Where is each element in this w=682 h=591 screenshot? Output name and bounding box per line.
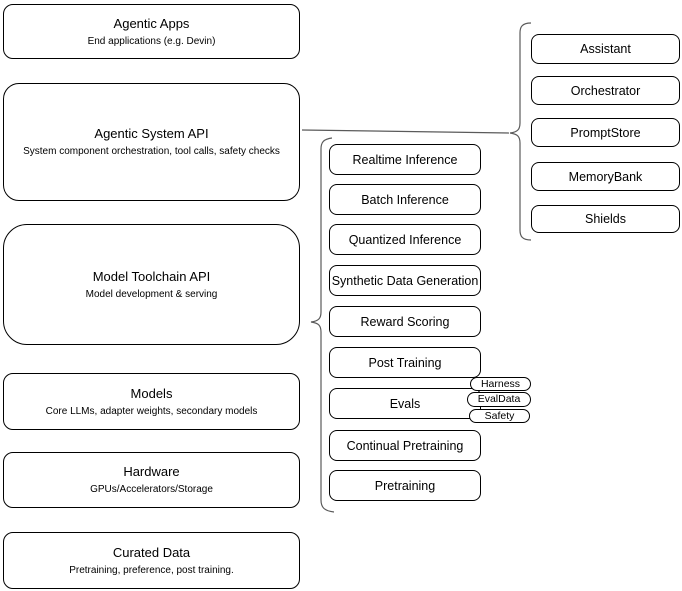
node-subtitle: GPUs/Accelerators/Storage — [90, 484, 213, 495]
node-evals: Evals — [329, 388, 481, 419]
node-label: Synthetic Data Generation — [331, 273, 479, 288]
node-agentic-system-api: Agentic System API System component orch… — [3, 83, 300, 201]
node-agentic-apps: Agentic Apps End applications (e.g. Devi… — [3, 4, 300, 59]
node-subtitle: Model development & serving — [85, 288, 218, 300]
node-label: Continual Pretraining — [346, 438, 464, 453]
node-title: Agentic Apps — [113, 15, 190, 31]
node-title: Model Toolchain API — [92, 268, 211, 284]
node-label: Realtime Inference — [352, 152, 458, 167]
tag-label: Safety — [484, 409, 515, 422]
node-memorybank: MemoryBank — [531, 162, 680, 191]
node-subtitle: System component orchestration, tool cal… — [23, 146, 280, 157]
node-label: Evals — [389, 396, 421, 411]
system-components-brace — [509, 22, 532, 241]
node-post-training: Post Training — [329, 347, 481, 378]
tag-evaldata: EvalData — [467, 392, 531, 407]
node-model-toolchain-api: Model Toolchain API Model development & … — [3, 224, 300, 345]
node-subtitle: Core LLMs, adapter weights, secondary mo… — [45, 405, 258, 417]
node-assistant: Assistant — [531, 34, 680, 64]
node-label: PromptStore — [570, 125, 641, 140]
node-subtitle: End applications (e.g. Devin) — [87, 35, 216, 47]
node-reward-scoring: Reward Scoring — [329, 306, 481, 337]
node-shields: Shields — [531, 205, 680, 233]
toolchain-services-brace — [310, 137, 335, 513]
node-realtime-inference: Realtime Inference — [329, 144, 481, 175]
tag-label: EvalData — [477, 393, 521, 405]
tag-harness: Harness — [470, 377, 531, 391]
node-label: Shields — [585, 212, 626, 226]
node-quantized-inference: Quantized Inference — [329, 224, 481, 255]
node-label: Reward Scoring — [360, 314, 450, 329]
node-curated-data: Curated Data Pretraining, preference, po… — [3, 532, 300, 589]
node-batch-inference: Batch Inference — [329, 184, 481, 215]
node-subtitle: Pretraining, preference, post training. — [69, 564, 234, 576]
tag-safety: Safety — [469, 409, 530, 423]
node-title: Hardware — [123, 464, 180, 479]
node-pretraining: Pretraining — [329, 470, 481, 501]
node-label: Pretraining — [374, 478, 436, 493]
node-continual-pretraining: Continual Pretraining — [329, 430, 481, 461]
node-label: MemoryBank — [568, 169, 643, 184]
node-title: Curated Data — [112, 544, 191, 560]
node-orchestrator: Orchestrator — [531, 76, 680, 105]
node-title: Models — [130, 385, 173, 401]
node-synthetic-data-generation: Synthetic Data Generation — [329, 265, 481, 296]
node-label: Batch Inference — [361, 192, 449, 207]
system-api-to-components-line — [301, 129, 510, 134]
node-label: Post Training — [368, 355, 442, 370]
node-label: Orchestrator — [570, 83, 641, 98]
node-promptstore: PromptStore — [531, 118, 680, 147]
node-models: Models Core LLMs, adapter weights, secon… — [3, 373, 300, 430]
node-hardware: Hardware GPUs/Accelerators/Storage — [3, 452, 300, 508]
node-label: Assistant — [580, 42, 631, 56]
node-label: Quantized Inference — [348, 232, 462, 247]
node-title: Agentic System API — [94, 126, 209, 141]
tag-label: Harness — [480, 377, 521, 390]
